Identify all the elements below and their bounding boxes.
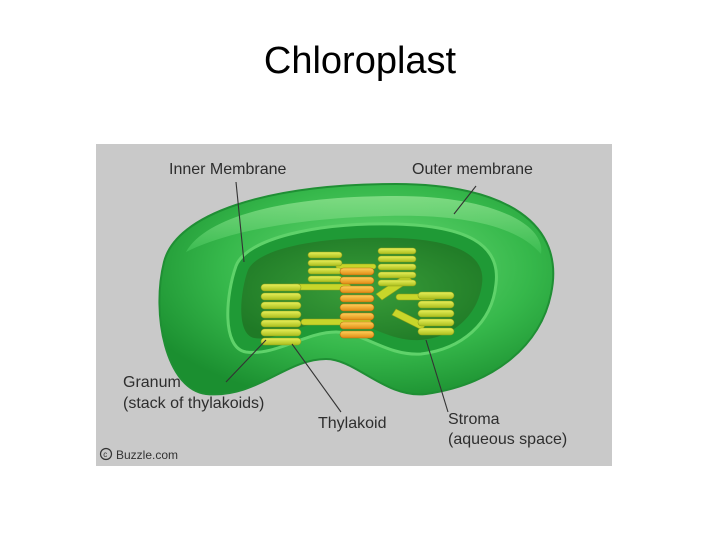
granum-stack-left — [260, 283, 302, 346]
outer-membrane-rim — [186, 196, 542, 254]
slide-title: Chloroplast — [263, 40, 457, 82]
chloroplast-diagram: Inner Membrane Outer membrane Granum (st… — [96, 144, 612, 466]
granum-stack-right-bottom — [417, 291, 455, 336]
label-granum-line1: Granum — [123, 374, 181, 391]
granum-stack-top-center — [307, 251, 343, 283]
leader-outer-membrane — [453, 185, 477, 215]
label-stroma-line2: (aqueous space) — [448, 431, 567, 448]
leader-granum — [225, 339, 267, 383]
svg-text:c: c — [103, 450, 107, 459]
label-outer-membrane: Outer membrane — [412, 161, 533, 178]
credit-text: Buzzle.com — [116, 448, 178, 462]
leader-inner-membrane — [235, 181, 245, 263]
label-granum-line2: (stack of thylakoids) — [123, 395, 264, 412]
leader-thylakoid — [291, 343, 342, 413]
label-inner-membrane: Inner Membrane — [169, 161, 286, 178]
label-thylakoid: Thylakoid — [318, 415, 386, 432]
credit-watermark: c Buzzle.com — [99, 447, 178, 462]
label-stroma-line1: Stroma — [448, 411, 500, 428]
copyright-icon — [99, 447, 113, 461]
granum-stack-center-orange — [339, 267, 375, 339]
granum-stack-right-top — [377, 247, 417, 287]
leader-stroma — [425, 339, 449, 413]
leader-lines — [225, 181, 477, 413]
